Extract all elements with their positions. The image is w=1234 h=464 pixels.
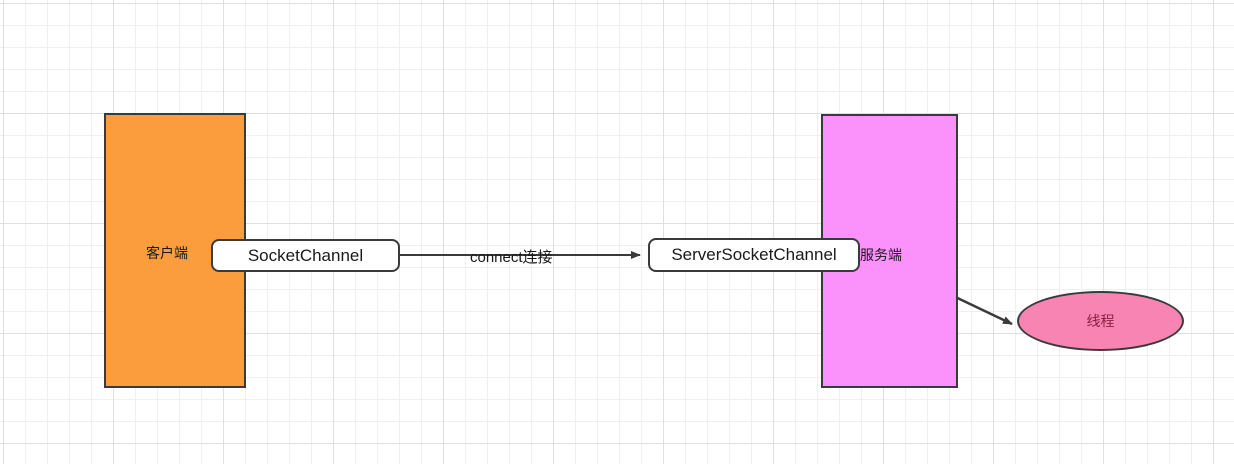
thread-ellipse-label: 线程 bbox=[1086, 313, 1115, 329]
socket-channel-node[interactable]: SocketChannel bbox=[211, 239, 400, 272]
server-box-label: 服务端 bbox=[860, 247, 902, 263]
client-box-label: 客户端 bbox=[146, 245, 188, 261]
server-socket-channel-node[interactable]: ServerSocketChannel bbox=[648, 238, 860, 272]
connect-edge-label: connect连接 bbox=[470, 249, 553, 266]
thread-ellipse-node[interactable]: 线程 bbox=[1017, 291, 1184, 351]
